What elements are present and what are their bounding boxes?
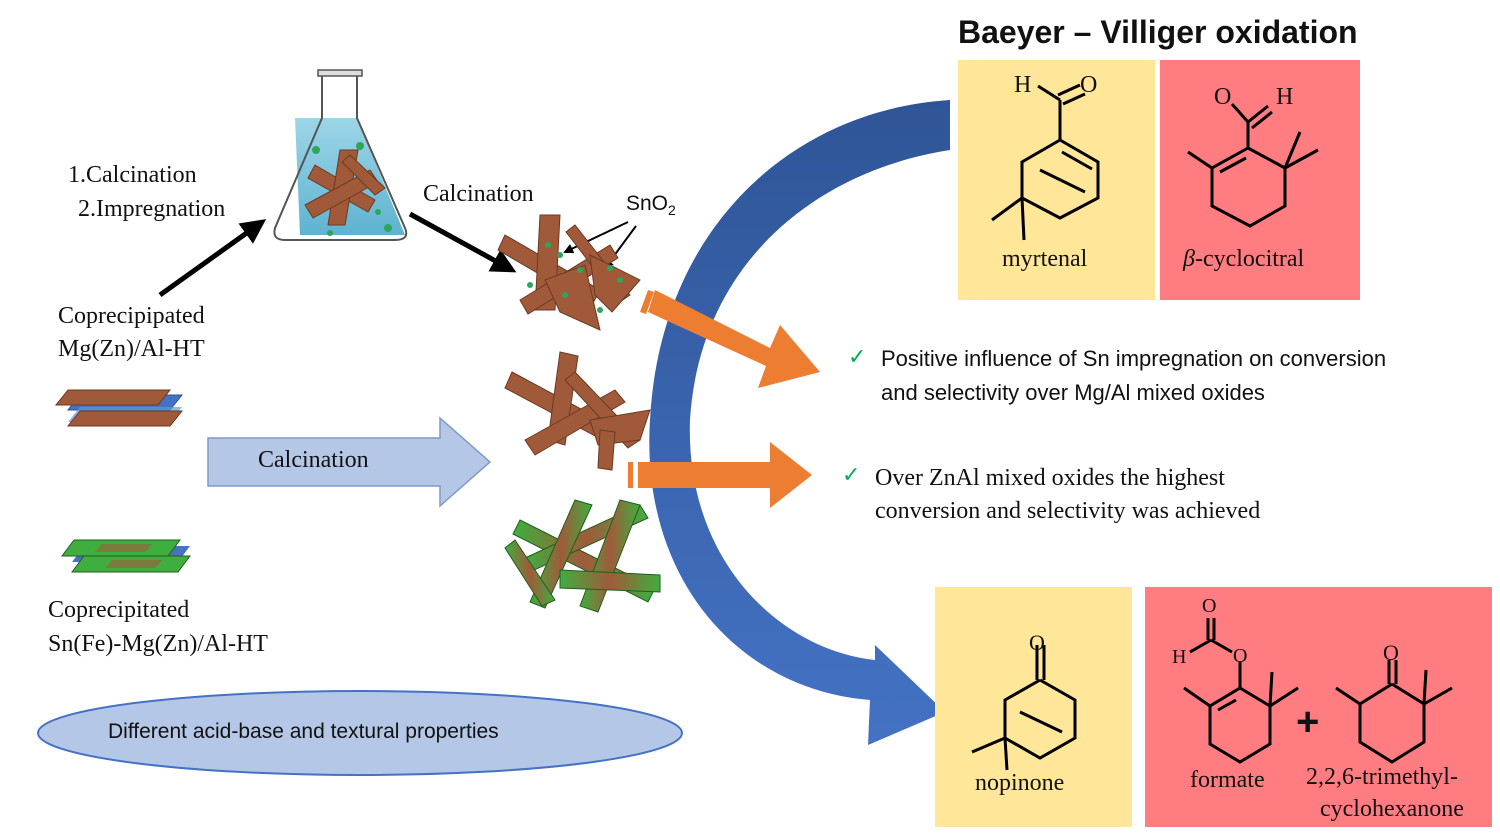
cyclocitral-box <box>1160 60 1360 300</box>
trimethyl-label-line1: 2,2,6-trimethyl- <box>1306 764 1458 790</box>
myrtenal-aldehyde-o: O <box>1080 72 1098 98</box>
sno2-label: SnO2 <box>626 192 676 218</box>
formate-structure <box>1183 618 1299 764</box>
products-red-box <box>1145 587 1492 827</box>
sn-doped-particles <box>504 499 661 613</box>
calcination-mid-label: Calcination <box>258 447 369 473</box>
ht-layers-brown <box>54 389 184 427</box>
myrtenal-structure <box>991 83 1100 241</box>
properties-ellipse <box>37 690 683 776</box>
conclusion-2-check: ✓ <box>842 462 861 487</box>
coprecip1-line2: Mg(Zn)/Al-HT <box>58 336 205 362</box>
formate-h: H <box>1172 646 1187 668</box>
nopinone-structure <box>971 645 1077 771</box>
formate-o-carbonyl: O <box>1202 595 1217 617</box>
myrtenal-aldehyde-h: H <box>1014 72 1032 98</box>
ht-layers-green <box>61 539 191 573</box>
conclusion-2-line1: Over ZnAl mixed oxides the highest <box>875 465 1225 491</box>
page-title: Baeyer – Villiger oxidation <box>958 14 1358 50</box>
sno2-subscript: 2 <box>668 202 676 219</box>
orange-arrow-upper <box>640 290 820 388</box>
cyclocitral-name: -cyclocitral <box>1194 246 1305 272</box>
calcination-top-label: Calcination <box>423 181 534 207</box>
mixed-oxide-particles <box>504 351 651 471</box>
cyclocitral-label: β-cyclocitral <box>1183 246 1304 273</box>
myrtenal-box <box>958 60 1155 300</box>
trimethylcyclohexanone-structure <box>1335 660 1453 764</box>
cyclocitral-aldehyde-o: O <box>1214 84 1232 110</box>
myrtenal-label: myrtenal <box>1002 246 1088 272</box>
formate-o-ester: O <box>1233 645 1248 667</box>
cyclocitral-aldehyde-h: H <box>1276 84 1294 110</box>
orange-arrow-lower <box>628 442 812 508</box>
cyclocitral-structure <box>1187 103 1319 228</box>
blue-curved-arrow <box>649 100 950 745</box>
conclusion-1-line2: and selectivity over Mg/Al mixed oxides <box>881 380 1265 405</box>
nopinone-label: nopinone <box>975 770 1065 796</box>
nopinone-box <box>935 587 1132 827</box>
coprecip1-line1: Coprecipipated <box>58 303 205 329</box>
step-impregnation-label: 2.Impregnation <box>78 196 226 222</box>
coprecip2-line1: Coprecipitated <box>48 597 190 623</box>
plus-sign: + <box>1296 700 1320 744</box>
trimethyl-ketone-o: O <box>1383 640 1399 665</box>
conclusion-1-check: ✓ <box>848 344 867 369</box>
cyclocitral-prefix: β <box>1183 246 1195 272</box>
sn-impregnated-particles <box>497 214 641 331</box>
formate-label: formate <box>1190 767 1265 793</box>
black-arrow-down <box>408 211 517 273</box>
calcination-arrow-mid <box>207 416 492 508</box>
step-calcination-label: 1.Calcination <box>68 162 197 188</box>
coprecip2-line2: Sn(Fe)-Mg(Zn)/Al-HT <box>48 631 268 657</box>
sno2-base: SnO <box>626 192 669 215</box>
flask-icon <box>273 69 408 241</box>
nopinone-ketone-o: O <box>1029 630 1045 655</box>
ellipse-text: Different acid-base and textural propert… <box>108 720 499 743</box>
trimethyl-label-line2: cyclohexanone <box>1320 796 1464 822</box>
black-arrow-up <box>158 219 267 298</box>
conclusion-2-line2: conversion and selectivity was achieved <box>875 498 1261 524</box>
conclusion-1-line1: Positive influence of Sn impregnation on… <box>881 346 1387 371</box>
